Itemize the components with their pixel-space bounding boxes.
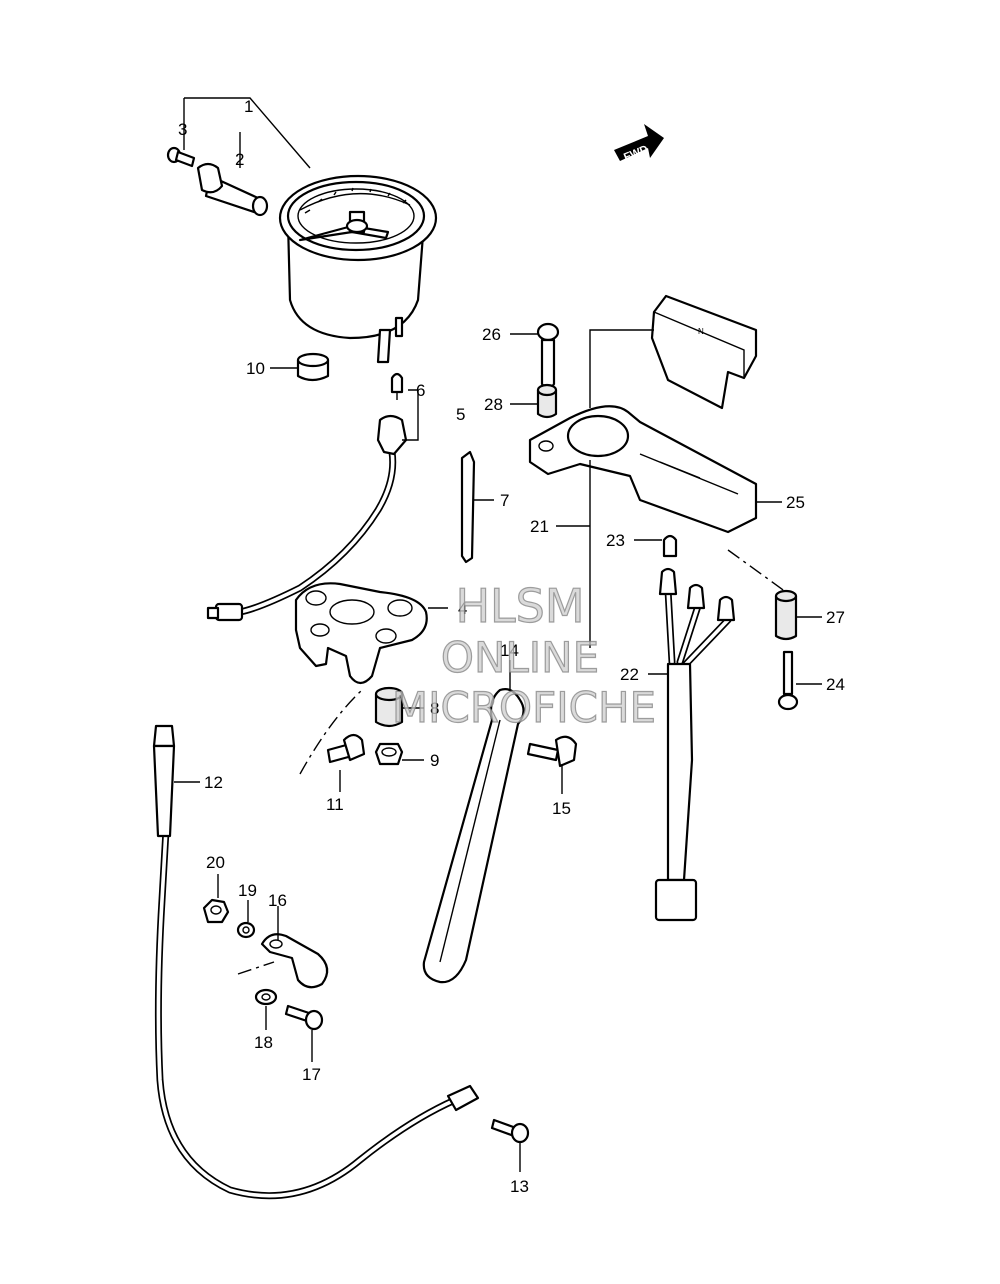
fwd-arrow-marker: FWD — [614, 124, 664, 164]
callout-6: 6 — [416, 381, 425, 400]
trip-reset-knob — [196, 162, 269, 217]
callout-12: 12 — [204, 773, 223, 792]
screw-3 — [166, 146, 196, 168]
stay-14 — [422, 688, 525, 984]
callout-18: 18 — [254, 1033, 273, 1052]
nut-20 — [202, 898, 230, 924]
watermark: HLSM ONLINE MICROFICHE — [391, 578, 656, 732]
watermark-line-3: MICROFICHE — [392, 683, 656, 732]
callout-22: 22 — [620, 665, 639, 684]
callout-5: 5 — [456, 405, 465, 424]
grommet-10 — [296, 352, 330, 382]
speedometer-cable-12 — [152, 724, 480, 1200]
watermark-line-2: ONLINE — [441, 633, 599, 682]
clamp-16 — [260, 933, 329, 989]
callout-numbers: 1 2 3 4 5 6 7 8 9 10 11 12 13 14 15 16 1… — [178, 97, 845, 1196]
washer-18 — [254, 988, 278, 1006]
callout-26: 26 — [482, 325, 501, 344]
callout-10: 10 — [246, 359, 265, 378]
collar-28 — [536, 383, 558, 419]
callout-7: 7 — [500, 491, 509, 510]
callout-4: 4 — [458, 599, 467, 618]
cable-tie-7 — [460, 450, 476, 564]
callout-25: 25 — [786, 493, 805, 512]
screw-17 — [284, 1004, 324, 1031]
nut-9 — [374, 742, 404, 766]
callout-3: 3 — [178, 120, 187, 139]
callout-19: 19 — [238, 881, 257, 900]
bolt-15 — [526, 735, 578, 768]
callout-13: 13 — [510, 1177, 529, 1196]
washer-19 — [236, 921, 256, 939]
indicator-harness-22 — [654, 567, 736, 922]
neutral-symbol: N — [698, 327, 704, 336]
callout-15: 15 — [552, 799, 571, 818]
watermark-line-1: HLSM — [455, 579, 584, 633]
leader-lines — [174, 97, 822, 1172]
indicator-bulb-23 — [662, 534, 678, 558]
callout-16: 16 — [268, 891, 287, 910]
screw-13 — [490, 1118, 530, 1144]
speedometer-assembly — [278, 174, 438, 364]
meter-bulb-6 — [390, 372, 404, 400]
callout-23: 23 — [606, 531, 625, 550]
callout-24: 24 — [826, 675, 845, 694]
callout-27: 27 — [826, 608, 845, 627]
callout-21: 21 — [530, 517, 549, 536]
screw-24 — [777, 650, 799, 711]
screw-26 — [536, 322, 560, 394]
callout-17: 17 — [302, 1065, 321, 1084]
indicator-lens: N — [650, 294, 758, 410]
callout-1: 1 — [244, 97, 253, 116]
meter-bracket-4 — [294, 582, 428, 685]
callout-9: 9 — [430, 751, 439, 770]
callout-28: 28 — [484, 395, 503, 414]
assembly-dash-lines — [237, 549, 787, 975]
callout-11: 11 — [326, 795, 344, 814]
bolt-11 — [326, 733, 366, 764]
indicator-lamp-housing-25 — [528, 405, 758, 534]
spacer-8 — [374, 686, 404, 728]
callout-2: 2 — [235, 150, 244, 169]
grommet-27 — [774, 589, 798, 641]
callout-8: 8 — [430, 699, 439, 718]
bulb-socket-wire-5 — [206, 414, 408, 622]
callout-20: 20 — [206, 853, 225, 872]
callout-14: 14 — [500, 641, 519, 660]
